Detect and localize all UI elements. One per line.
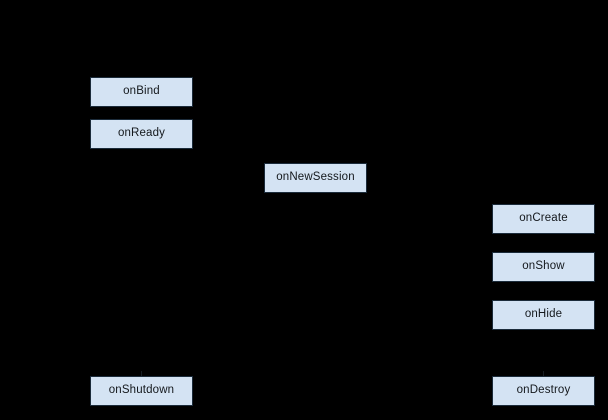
node-onNewSession[interactable]: onNewSession: [264, 163, 367, 193]
node-onCreate[interactable]: onCreate: [492, 204, 595, 234]
node-label: onCreate: [519, 212, 568, 225]
connector-to-onShutdown: [141, 371, 142, 376]
node-onDestroy[interactable]: onDestroy: [492, 376, 595, 406]
node-onBind[interactable]: onBind: [90, 77, 193, 107]
node-label: onHide: [524, 308, 563, 321]
node-label: onShow: [522, 260, 565, 273]
node-label: onShutdown: [108, 384, 175, 397]
node-label: onNewSession: [276, 171, 355, 184]
node-onShutdown[interactable]: onShutdown: [90, 376, 193, 406]
node-label: onReady: [117, 127, 166, 140]
node-label: onDestroy: [516, 384, 571, 397]
node-onShow[interactable]: onShow: [492, 252, 595, 282]
node-onHide[interactable]: onHide: [492, 300, 595, 330]
node-onReady[interactable]: onReady: [90, 119, 193, 149]
connector-to-onDestroy: [543, 371, 544, 376]
node-label: onBind: [123, 85, 160, 98]
